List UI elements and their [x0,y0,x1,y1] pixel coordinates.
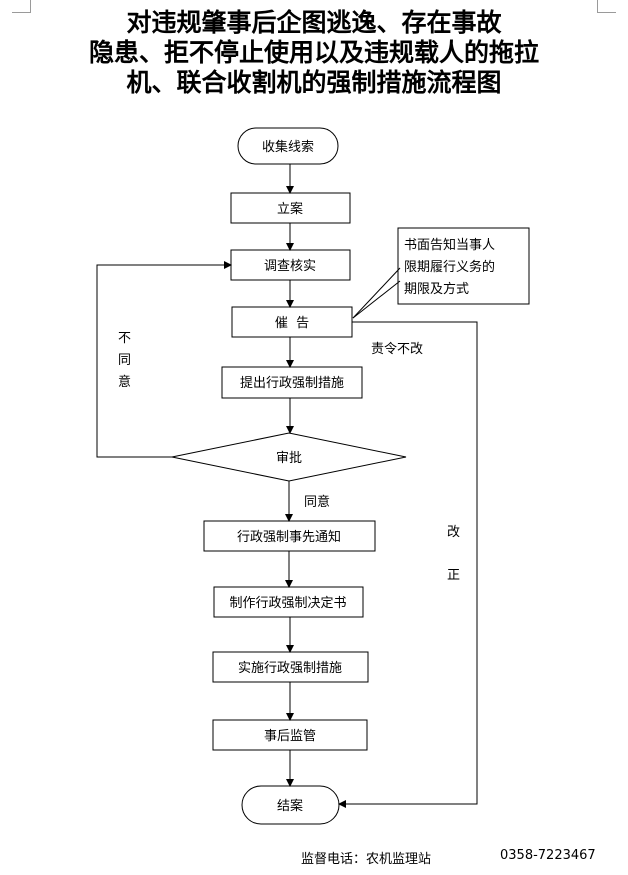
corrected-label-1: 改 [447,525,460,540]
note-line-1: 书面告知当事人 [404,237,495,253]
agree-label: 同意 [304,494,330,510]
close-case-label: 结案 [277,799,303,814]
investigate-label: 调查核实 [264,259,316,274]
decision-document-label: 制作行政强制决定书 [229,596,346,611]
supervision-phone-label: 监督电话：农机监理站 [301,852,432,867]
disagree-label-2: 同 [118,353,131,368]
written-notice-note [397,227,530,305]
corner-mark-right [597,0,616,13]
corrected-path-arrow [338,321,478,808]
collect-clues-node [237,127,339,165]
note-line-2: 限期履行义务的 [404,259,495,275]
collect-clues-label: 收集线索 [262,139,314,155]
title-line-1: 对违规肇事后企图逃逸、存在事故 [126,8,502,37]
disagree-label-3: 意 [118,374,131,390]
urge-node [231,306,353,338]
disagree-label-1: 不 [118,331,131,346]
review-decision-node [171,432,407,482]
note-line-3: 期限及方式 [404,281,469,297]
corner-mark-left [12,0,31,13]
prior-notice-node [203,520,376,552]
disagree-loop-arrow [96,261,232,458]
prior-notice-label: 行政强制事先通知 [237,529,341,545]
decision-document-node [213,586,364,618]
file-case-label: 立案 [277,202,303,217]
propose-measures-label: 提出行政强制措施 [240,375,344,391]
corrected-label-2: 正 [447,568,460,583]
page-title: 对违规肇事后企图逃逸、存在事故 隐患、拒不停止使用以及违规载人的拖拉 机、联合收… [0,8,628,98]
title-line-3: 机、联合收割机的强制措施流程图 [126,68,502,97]
note-callout-line-1 [352,267,401,319]
implement-measures-label: 实施行政强制措施 [238,661,342,676]
urge-label: 催 告 [275,316,309,331]
review-decision-label: 审批 [276,451,302,466]
title-line-2: 隐患、拒不停止使用以及违规载人的拖拉 [88,38,539,67]
note-callout-line-2 [352,280,401,319]
post-supervision-label: 事后监管 [264,729,316,744]
supervision-phone-number: 0358-7223467 [500,848,596,863]
order-not-corrected-label: 责令不改 [371,342,423,357]
